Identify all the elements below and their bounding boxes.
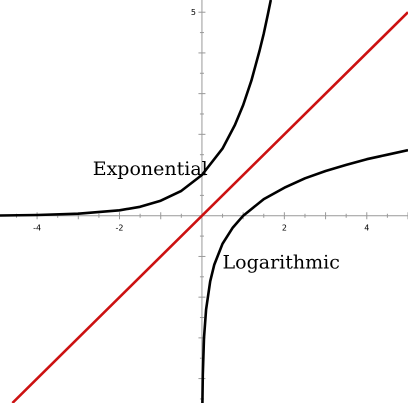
logarithmic-label: Logarithmic [223, 252, 340, 274]
exponential-curve [0, 0, 273, 217]
y-tick-label: 5 [191, 8, 196, 17]
tick-labels: -4 -2 2 4 5 [33, 8, 369, 233]
x-tick-label: 4 [364, 224, 369, 233]
x-tick-label: 2 [282, 224, 287, 233]
x-tick-label: -2 [116, 224, 124, 233]
identity-line [11, 11, 408, 403]
x-tick-label: -4 [33, 224, 41, 233]
exponential-label: Exponential [93, 158, 208, 180]
logarithmic-curve [201, 148, 408, 403]
